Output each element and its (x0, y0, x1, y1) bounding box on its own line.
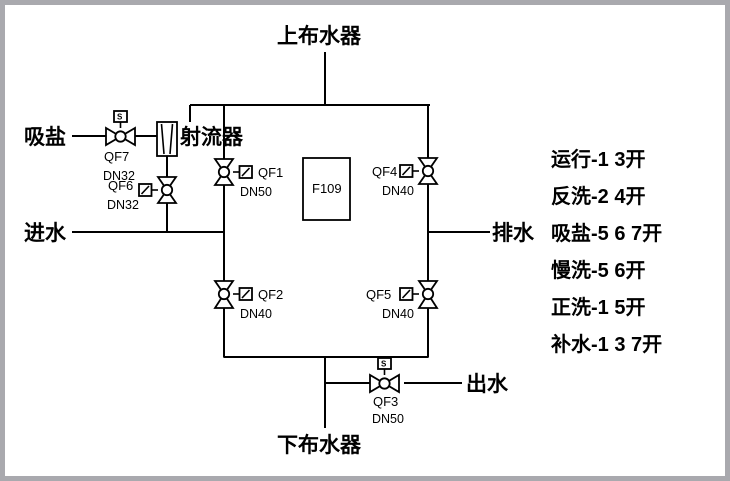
label-top-distributor: 上布水器 (277, 24, 362, 48)
valve-qf4[interactable] (399, 157, 439, 185)
label-water-inlet: 进水 (24, 222, 67, 245)
qf7-actuator-glyph: S (117, 113, 123, 122)
valve-qf5[interactable] (399, 280, 439, 309)
legend-line-2: 吸盐-5 6 7开 (551, 222, 662, 245)
valve-size-qf4: DN40 (382, 184, 414, 198)
ejector-symbol (156, 121, 178, 157)
valve-tag-qf1: QF1 (258, 165, 283, 180)
valve-tag-qf6: QF6 (108, 178, 133, 193)
valve-qf7[interactable]: S (105, 110, 136, 147)
valve-size-qf1: DN50 (240, 185, 272, 199)
valve-size-qf5: DN40 (382, 307, 414, 321)
label-ejector: 射流器 (179, 125, 244, 149)
valve-size-qf7: DN32 (103, 169, 135, 183)
valve-size-qf3: DN50 (372, 412, 404, 426)
label-salt-suction: 吸盐 (24, 125, 66, 149)
label-water-outlet: 出水 (466, 373, 509, 396)
valve-qf3[interactable]: S (369, 357, 400, 394)
valve-qf1[interactable] (213, 158, 253, 186)
qf3-actuator-glyph: S (381, 360, 387, 369)
controller-box-f109[interactable] (302, 157, 351, 221)
label-bottom-distributor: 下布水器 (277, 433, 362, 457)
controller-label-f109: F109 (312, 181, 342, 196)
legend-line-0: 运行-1 3开 (551, 147, 645, 171)
valve-qf2[interactable] (213, 280, 253, 309)
valve-tag-qf2: QF2 (258, 287, 283, 302)
valve-qf6[interactable] (138, 176, 178, 204)
legend-line-1: 反洗-2 4开 (551, 185, 645, 208)
valve-size-qf2: DN40 (240, 307, 272, 321)
valve-tag-qf7: QF7 (104, 149, 129, 164)
valve-tag-qf3: QF3 (373, 394, 398, 409)
valve-size-qf6: DN32 (107, 198, 139, 212)
legend-line-5: 补水-1 3 7开 (550, 332, 662, 356)
legend-line-3: 慢洗-5 6开 (551, 258, 645, 282)
legend-line-4: 正洗-1 5开 (551, 296, 645, 319)
valve-tag-qf4: QF4 (372, 164, 397, 179)
valve-tag-qf5: QF5 (366, 287, 391, 302)
label-drain: 排水 (492, 221, 535, 245)
